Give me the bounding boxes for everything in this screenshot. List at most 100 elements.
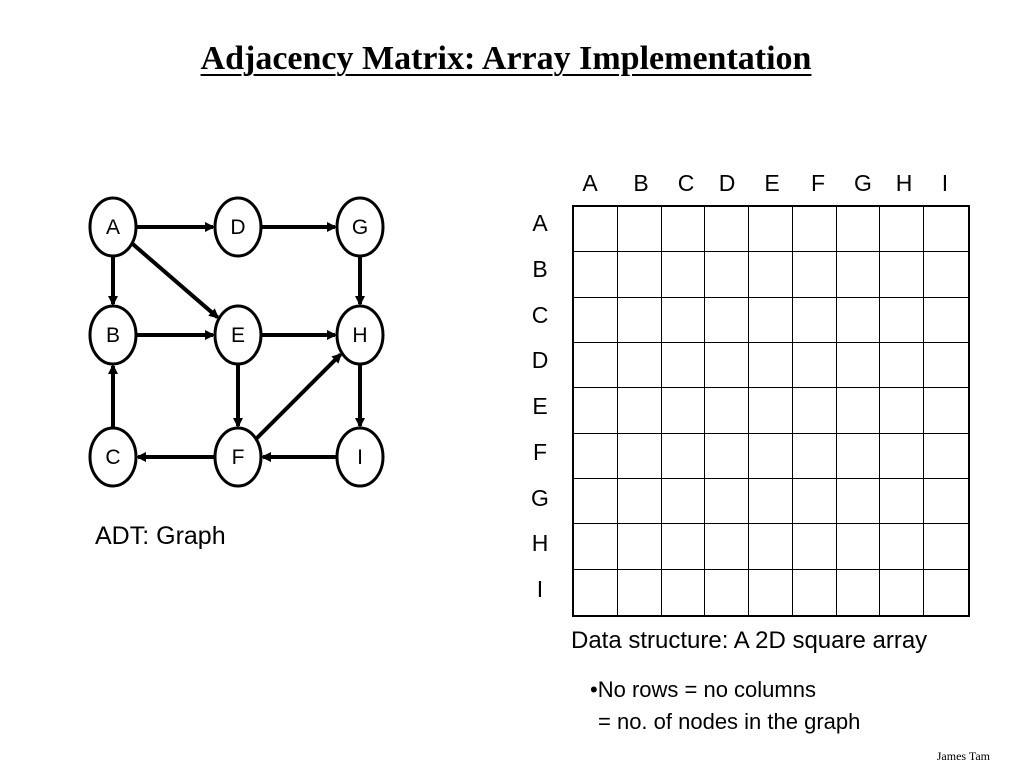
- matrix-note-line-2: = no. of nodes in the graph: [598, 709, 861, 734]
- matrix-col-header: G: [854, 170, 872, 196]
- matrix-cell: [749, 297, 793, 343]
- matrix-cell: [792, 207, 837, 253]
- matrix-col-header: B: [633, 170, 649, 196]
- matrix-cell: [661, 207, 706, 253]
- matrix-cell: [880, 252, 925, 298]
- matrix-cell: [705, 297, 750, 343]
- matrix-cell: [880, 297, 925, 343]
- matrix-cell: [880, 207, 925, 253]
- matrix-cell: [749, 478, 793, 525]
- edge-a-e: [131, 242, 220, 319]
- graph-caption: ADT: Graph: [95, 522, 226, 550]
- node-label: I: [357, 446, 363, 469]
- matrix-cell: [617, 207, 662, 253]
- node-h: H: [335, 304, 385, 366]
- matrix-cell: [661, 478, 706, 525]
- author-credit: James Tam: [936, 749, 990, 763]
- node-label: D: [230, 216, 245, 239]
- matrix-cell: [705, 207, 750, 253]
- node-label: E: [231, 324, 245, 347]
- matrix-row-header: A: [532, 210, 548, 236]
- matrix-cell: [574, 569, 618, 615]
- matrix-cell: [792, 433, 837, 479]
- matrix-cell: [792, 478, 837, 525]
- matrix-caption: Data structure: A 2D square array: [571, 627, 928, 654]
- matrix-cell: [617, 342, 662, 389]
- matrix-col-header: H: [895, 170, 913, 196]
- matrix-cell: [836, 478, 881, 525]
- node-b: B: [88, 304, 138, 366]
- matrix-cell: [792, 388, 837, 434]
- matrix-cell: [705, 569, 750, 615]
- matrix-cell: [924, 388, 968, 434]
- matrix-cell: [837, 569, 881, 615]
- node-f: F: [213, 426, 263, 488]
- matrix-cell: [749, 207, 793, 253]
- page-title: Adjacency Matrix: Array Implementation: [200, 40, 812, 77]
- graph-nodes: A B C D E F G H I: [88, 196, 385, 488]
- matrix-cell: [924, 479, 968, 525]
- node-d: D: [213, 196, 263, 258]
- node-label: G: [352, 216, 368, 239]
- matrix-cell: [617, 478, 662, 525]
- matrix-cell: [661, 297, 706, 343]
- graph-edges: [108, 222, 365, 462]
- matrix-cell: [749, 569, 793, 615]
- matrix-cell: [617, 433, 662, 479]
- matrix-cell: [836, 342, 881, 389]
- matrix-cell: [836, 433, 881, 479]
- matrix-cell: [661, 524, 706, 570]
- matrix-cell: [705, 478, 750, 525]
- matrix-cell: [880, 342, 925, 389]
- matrix-row-header: D: [531, 347, 549, 374]
- matrix-row-header: C: [531, 301, 549, 328]
- matrix-cell: [574, 433, 618, 479]
- matrix-row-header: I: [536, 576, 544, 603]
- matrix-cell: [705, 252, 750, 298]
- matrix-cell: [705, 524, 750, 570]
- matrix-row-header: G: [531, 484, 549, 511]
- node-i: I: [335, 426, 385, 488]
- matrix-col-header: D: [718, 170, 736, 196]
- matrix-cell: [793, 569, 837, 615]
- node-label: A: [106, 216, 120, 239]
- matrix-cell: [924, 252, 968, 298]
- matrix-cell: [836, 207, 881, 253]
- matrix-cell: [574, 252, 618, 298]
- matrix-row-header: F: [532, 438, 548, 465]
- matrix-cell: [574, 388, 618, 434]
- matrix-col-header: A: [582, 170, 598, 196]
- matrix-cell: [836, 388, 881, 434]
- matrix-col-header: F: [810, 170, 826, 196]
- matrix-cell: [749, 524, 793, 570]
- matrix-cell: [924, 434, 968, 479]
- matrix-cell: [661, 388, 706, 434]
- matrix-note-line-1: •No rows = no columns: [590, 677, 816, 702]
- matrix-cell: [574, 207, 618, 253]
- matrix-cell: [880, 388, 925, 434]
- matrix-cell: [792, 297, 837, 343]
- node-c: C: [88, 426, 138, 488]
- node-label: F: [232, 446, 245, 469]
- matrix-cell: [661, 342, 706, 389]
- matrix-cell: [617, 252, 662, 298]
- matrix-cell: [880, 478, 925, 525]
- matrix-cell: [836, 297, 881, 343]
- matrix-col-header: C: [677, 170, 695, 196]
- matrix-cell: [574, 297, 618, 343]
- matrix-cell: [749, 252, 793, 298]
- matrix-cell: [924, 298, 968, 343]
- matrix-cell: [617, 524, 662, 570]
- matrix-cell: [924, 207, 968, 253]
- matrix-cell: [880, 433, 925, 479]
- matrix-row-header: E: [532, 393, 548, 420]
- node-g: G: [335, 196, 385, 258]
- matrix-cell: [574, 478, 618, 525]
- node-label: H: [352, 324, 367, 347]
- matrix-cell: [836, 252, 881, 298]
- matrix-col-header: I: [941, 170, 949, 196]
- matrix-cell: [662, 569, 706, 615]
- matrix-cell: [661, 252, 706, 298]
- node-label: C: [105, 446, 120, 469]
